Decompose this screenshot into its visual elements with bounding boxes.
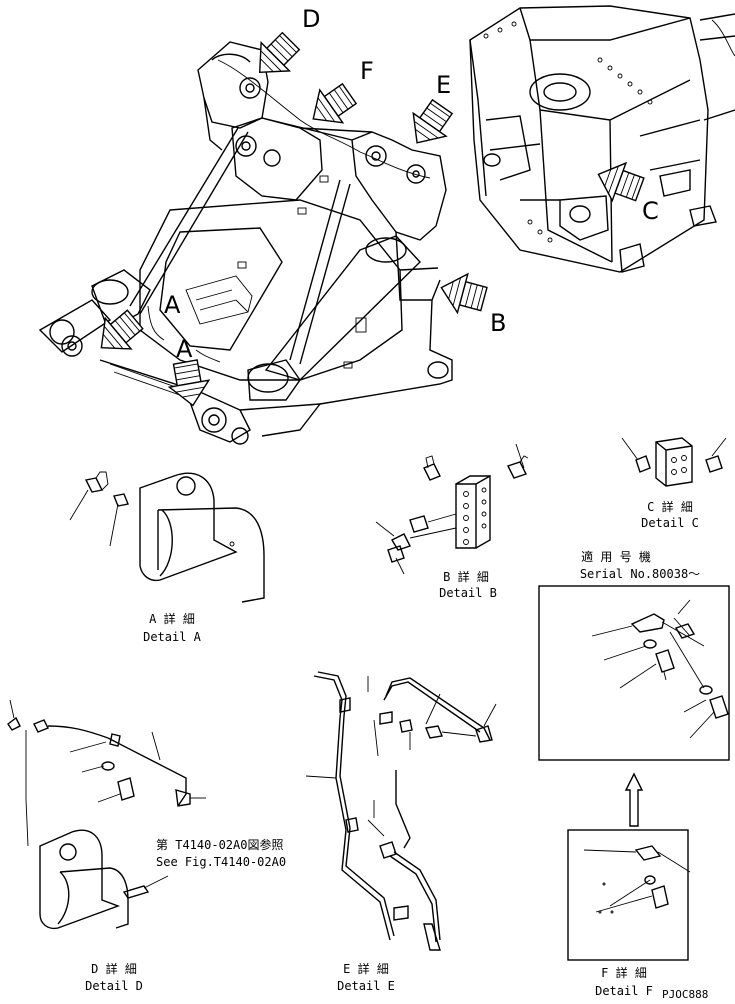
view-label-a-upper: A	[164, 291, 181, 319]
view-label-f: F	[360, 57, 374, 85]
view-label-c: C	[642, 197, 659, 225]
detail-d-illustration	[7, 699, 206, 930]
view-arrow-f	[312, 82, 358, 124]
detail-b-title-jp: B 詳 細	[443, 570, 489, 584]
rear-frame-illustration	[469, 5, 735, 273]
main-frame-illustration	[38, 41, 453, 445]
view-arrow-d	[258, 31, 301, 74]
detail-f-illustration	[567, 829, 691, 961]
view-label-e: E	[436, 71, 452, 99]
view-arrow-e	[412, 98, 454, 144]
detail-d-title-jp: D 詳 細	[91, 962, 137, 976]
reference-note-jp: 第 T4140-02A0図参照	[156, 838, 284, 852]
serial-title-jp: 適 用 号 機	[581, 550, 651, 564]
view-label-b: B	[490, 309, 507, 337]
detail-e-title-en: Detail E	[337, 979, 395, 993]
detail-e-title-jp: E 詳 細	[343, 962, 389, 976]
view-arrow-a1	[100, 309, 144, 350]
view-label-d: D	[302, 5, 321, 33]
drawing-code: PJOC888	[662, 988, 709, 1001]
detail-f-serial-box	[538, 585, 730, 761]
detail-a-title-jp: A 詳 細	[149, 612, 195, 626]
detail-c-title-jp: C 詳 細	[647, 500, 693, 514]
view-arrows	[100, 31, 645, 407]
view-arrow-c	[597, 161, 645, 203]
detail-c-title-en: Detail C	[641, 516, 699, 530]
reference-note-en: See Fig.T4140-02A0	[156, 855, 287, 869]
detail-b-title-en: Detail B	[439, 586, 497, 600]
up-arrow	[624, 772, 644, 827]
detail-a-illustration	[69, 471, 265, 603]
detail-d-title-en: Detail D	[85, 979, 143, 993]
detail-a-title-en: Detail A	[143, 630, 201, 644]
serial-number: Serial No.80038～	[579, 567, 701, 581]
detail-f-title-jp: F 詳 細	[601, 966, 647, 980]
detail-e-illustration	[305, 671, 497, 951]
view-arrow-a2	[167, 359, 211, 407]
view-arrow-b	[440, 272, 488, 315]
detail-f-title-en: Detail F	[595, 984, 653, 998]
view-label-a-lower: A	[176, 335, 193, 363]
detail-c-illustration	[621, 437, 727, 487]
detail-b-illustration	[375, 443, 529, 575]
